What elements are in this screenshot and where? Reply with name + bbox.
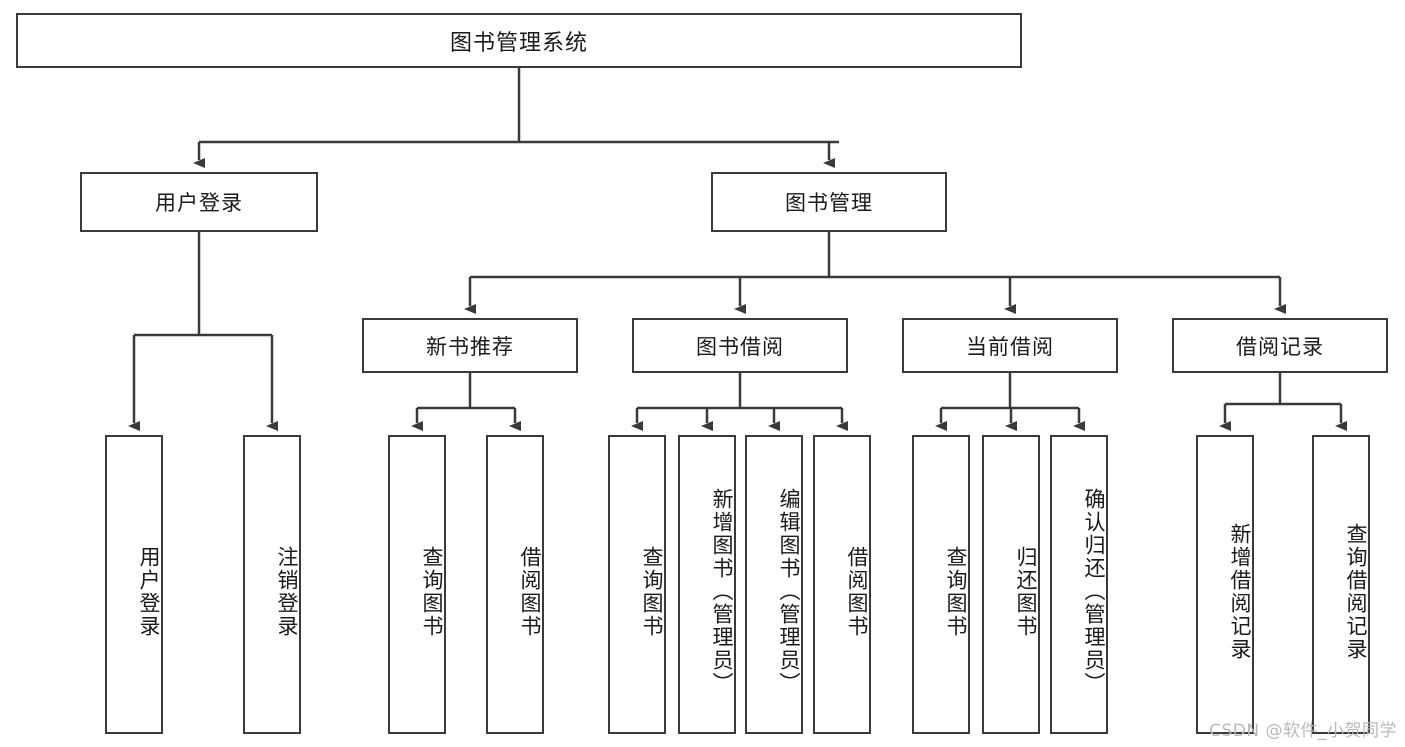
node-borrow-record[interactable]: 借阅记录 bbox=[1172, 318, 1388, 373]
node-book-borrow[interactable]: 图书借阅 bbox=[632, 318, 848, 373]
node-leaf-query-book-1[interactable]: 查询图书 bbox=[388, 435, 446, 734]
node-leaf-query-record[interactable]: 查询借阅记录 bbox=[1312, 435, 1370, 734]
node-leaf-return-book[interactable]: 归还图书 bbox=[982, 435, 1040, 734]
node-user-login[interactable]: 用户登录 bbox=[80, 172, 318, 232]
node-leaf-borrow-book-1[interactable]: 借阅图书 bbox=[486, 435, 544, 734]
watermark-text: CSDN @软件_小贺同学 bbox=[1209, 721, 1397, 741]
node-leaf-query-book-3[interactable]: 查询图书 bbox=[912, 435, 970, 734]
node-leaf-add-book[interactable]: 新增图书（管理员） bbox=[678, 435, 736, 734]
node-leaf-confirm-return[interactable]: 确认归还（管理员） bbox=[1050, 435, 1108, 734]
node-leaf-borrow-book-2[interactable]: 借阅图书 bbox=[813, 435, 871, 734]
node-root-system[interactable]: 图书管理系统 bbox=[16, 13, 1022, 68]
node-book-manage[interactable]: 图书管理 bbox=[711, 172, 947, 232]
node-leaf-user-login[interactable]: 用户登录 bbox=[105, 435, 163, 734]
node-leaf-logout[interactable]: 注销登录 bbox=[243, 435, 301, 734]
node-leaf-query-book-2[interactable]: 查询图书 bbox=[608, 435, 666, 734]
node-leaf-edit-book[interactable]: 编辑图书（管理员） bbox=[745, 435, 803, 734]
node-leaf-add-record[interactable]: 新增借阅记录 bbox=[1196, 435, 1254, 734]
node-current-borrow[interactable]: 当前借阅 bbox=[902, 318, 1118, 373]
node-new-book-recommend[interactable]: 新书推荐 bbox=[362, 318, 578, 373]
